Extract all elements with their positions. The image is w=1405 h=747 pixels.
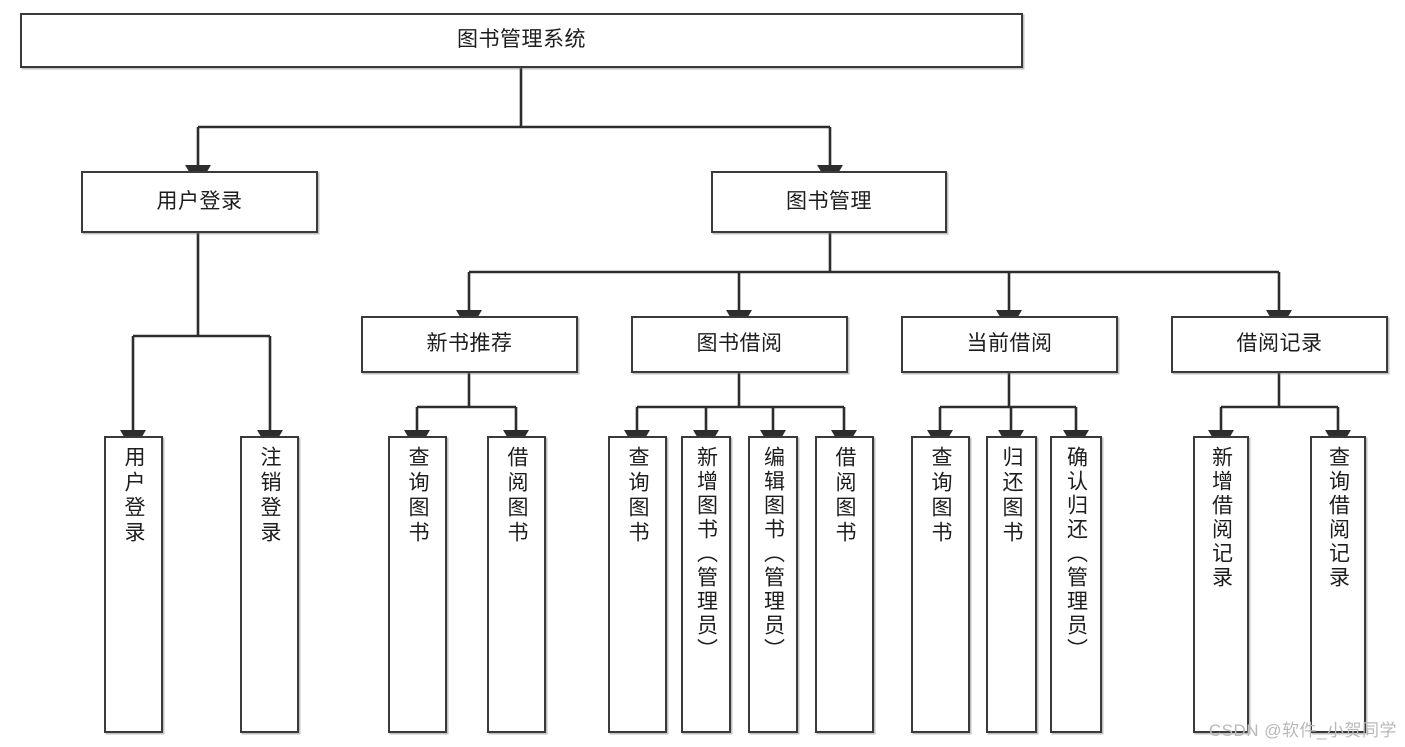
node-leaf-user-login[interactable]: 用户登录: [104, 436, 163, 733]
node-leaf-return-book-label: 归还图书: [1000, 446, 1023, 546]
node-user-login[interactable]: 用户登录: [81, 171, 318, 233]
node-current-borrow[interactable]: 当前借阅: [901, 316, 1118, 373]
node-leaf-borrow-book-1-label: 借阅图书: [505, 446, 528, 546]
node-leaf-borrow-book-2[interactable]: 借阅图书: [815, 436, 874, 733]
node-leaf-logout[interactable]: 注销登录: [240, 436, 299, 733]
node-user-login-label: 用户登录: [156, 189, 243, 213]
node-new-book-recommend[interactable]: 新书推荐: [361, 316, 578, 373]
node-leaf-query-book-2-label: 查询图书: [626, 446, 649, 546]
node-leaf-add-record[interactable]: 新增借阅记录: [1193, 436, 1249, 733]
node-book-manage-label: 图书管理: [786, 189, 872, 213]
node-leaf-borrow-book-1[interactable]: 借阅图书: [487, 436, 546, 733]
node-book-borrow-label: 图书借阅: [696, 332, 783, 356]
node-leaf-query-record-label: 查询借阅记录: [1326, 446, 1350, 590]
node-current-borrow-label: 当前借阅: [966, 332, 1053, 356]
node-leaf-add-record-label: 新增借阅记录: [1209, 446, 1233, 590]
node-root-label: 图书管理系统: [457, 28, 586, 52]
node-book-manage[interactable]: 图书管理: [711, 171, 947, 233]
node-leaf-query-record[interactable]: 查询借阅记录: [1310, 436, 1366, 733]
node-leaf-borrow-book-2-label: 借阅图书: [833, 446, 856, 546]
node-leaf-add-book[interactable]: 新增图书（管理员）: [681, 436, 731, 733]
node-leaf-query-book-1[interactable]: 查询图书: [388, 436, 447, 733]
node-leaf-confirm-return-label: 确认归还（管理员）: [1064, 446, 1088, 662]
node-book-borrow[interactable]: 图书借阅: [631, 316, 848, 373]
csdn-watermark: CSDN @软件_小贺同学: [1208, 721, 1397, 740]
node-leaf-query-book-1-label: 查询图书: [406, 446, 429, 546]
node-root[interactable]: 图书管理系统: [20, 13, 1023, 68]
node-leaf-confirm-return[interactable]: 确认归还（管理员）: [1050, 436, 1102, 733]
node-leaf-edit-book[interactable]: 编辑图书（管理员）: [748, 436, 798, 733]
node-leaf-query-book-3[interactable]: 查询图书: [911, 436, 970, 733]
node-leaf-user-login-label: 用户登录: [122, 446, 145, 546]
node-borrow-record-label: 借阅记录: [1236, 332, 1323, 356]
node-new-book-recommend-label: 新书推荐: [426, 332, 513, 356]
node-leaf-add-book-label: 新增图书（管理员）: [694, 446, 718, 662]
node-leaf-edit-book-label: 编辑图书（管理员）: [761, 446, 785, 662]
node-leaf-return-book[interactable]: 归还图书: [986, 436, 1037, 733]
node-borrow-record[interactable]: 借阅记录: [1171, 316, 1388, 373]
node-leaf-query-book-2[interactable]: 查询图书: [608, 436, 667, 733]
node-leaf-logout-label: 注销登录: [258, 446, 281, 546]
node-leaf-query-book-3-label: 查询图书: [929, 446, 952, 546]
